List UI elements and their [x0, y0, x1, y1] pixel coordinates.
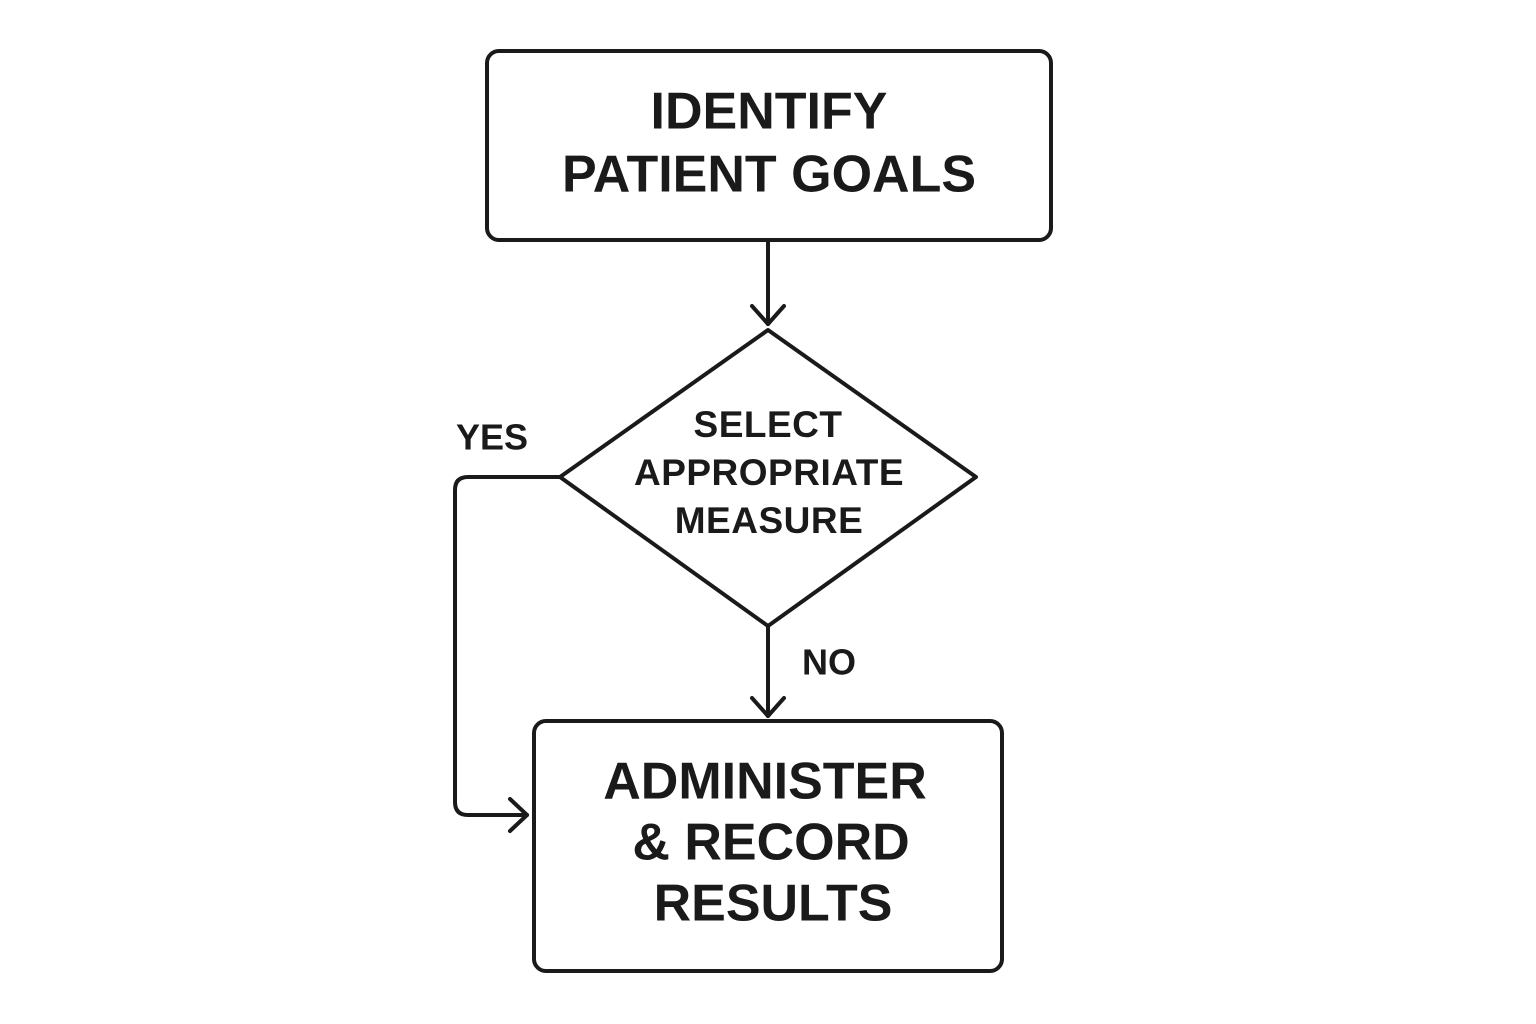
administer-results-line1: ADMINISTER [603, 753, 927, 811]
administer-results-line3: RESULTS [654, 875, 893, 933]
select-measure-line3: MEASURE [675, 500, 864, 541]
identify-goals-line1: IDENTIFY [651, 83, 888, 141]
no-label: NO [802, 642, 856, 683]
arrowhead-yes-branch [508, 797, 529, 833]
administer-results-line2: & RECORD [632, 814, 909, 872]
administer-results-box [532, 719, 1004, 973]
yes-label: YES [456, 417, 528, 458]
select-measure-line2: APPROPRIATE [634, 452, 904, 493]
arrowhead-identify-to-select [750, 304, 786, 326]
select-measure-line1: SELECT [694, 404, 843, 445]
arrowhead-no-branch [750, 696, 786, 718]
edge-yes-branch [453, 475, 562, 817]
identify-goals-line2: PATIENT GOALS [562, 146, 976, 204]
